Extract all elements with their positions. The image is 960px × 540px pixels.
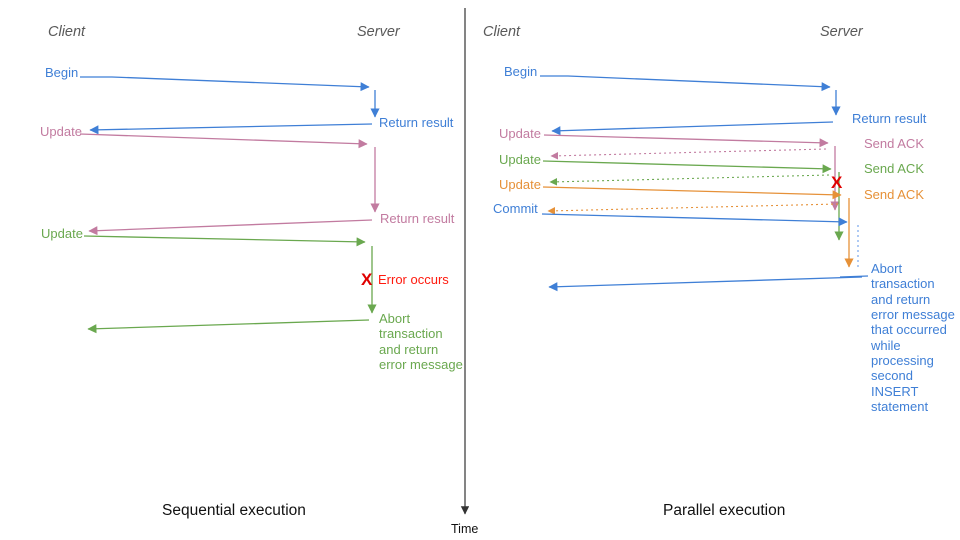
par-commit-label: Commit [493, 201, 538, 216]
time-axis-label: Time [451, 522, 479, 536]
par-update1-arrows [543, 134, 840, 211]
par-update-1-label: Update [499, 126, 541, 141]
par-abort-text: Abort transaction and return error messa… [871, 261, 955, 414]
seq-return-result-1-label: Return result [379, 115, 454, 130]
seq-update1-arrows [79, 133, 380, 236]
seq-error-occurs-label: Error occurs [378, 272, 449, 287]
seq-update-2-label: Update [41, 226, 83, 241]
par-update2-arrows [542, 160, 844, 241]
seq-update-1-label: Update [40, 124, 82, 139]
par-commit-arrows [541, 213, 869, 292]
par-server-header: Server [820, 24, 863, 40]
seq-begin-label: Begin [45, 65, 79, 80]
par-send-ack-1-label: Send ACK [864, 136, 924, 151]
par-begin-arrows [540, 75, 841, 136]
par-send-ack-3-label: Send ACK [864, 187, 924, 202]
seq-abort-text: Abort transaction and return error messa… [379, 311, 463, 372]
par-caption: Parallel execution [663, 502, 786, 519]
par-begin-label: Begin [504, 64, 538, 79]
seq-return-result-2-label: Return result [380, 211, 455, 226]
seq-server-header: Server [357, 24, 400, 40]
par-client-header: Client [483, 24, 521, 40]
par-error-x-icon: X [831, 173, 843, 192]
par-update-2-label: Update [499, 152, 541, 167]
seq-caption: Sequential execution [162, 502, 306, 519]
par-update-3-label: Update [499, 177, 541, 192]
seq-client-header: Client [48, 24, 86, 40]
par-update3-arrows [542, 186, 854, 268]
seq-update2-arrows [83, 235, 377, 334]
seq-begin-arrows [80, 76, 380, 135]
seq-error-x-icon: X [361, 270, 373, 289]
par-send-ack-2-label: Send ACK [864, 161, 924, 176]
par-return-result-label: Return result [852, 111, 927, 126]
